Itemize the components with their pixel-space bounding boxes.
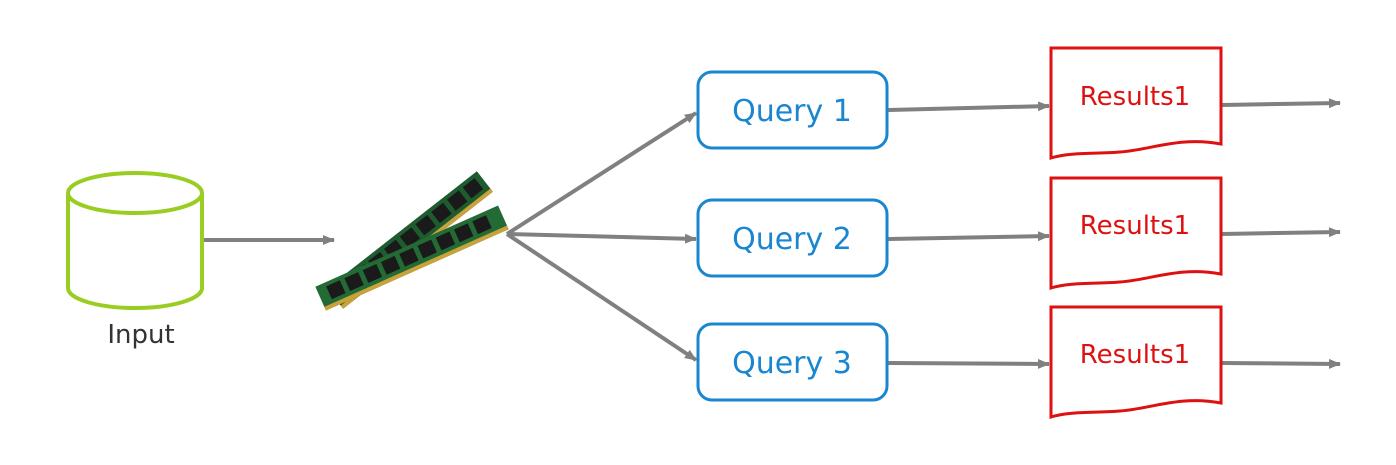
results-node-1: Results1: [1049, 46, 1223, 161]
ram-module-front: [315, 205, 509, 311]
arrow-results-2-out: [1221, 227, 1341, 238]
database-cylinder-icon: [66, 171, 204, 310]
arrow-memory-to-query-2: [506, 232, 697, 244]
arrow-results-3-out: [1221, 358, 1341, 369]
ram-modules-icon: [315, 171, 509, 311]
query-node-1: Query 1: [696, 70, 889, 150]
results-label: Results1: [1080, 340, 1190, 370]
arrow-query-1-to-results-1: [887, 101, 1050, 112]
query-box: [696, 70, 889, 150]
arrows: [202, 98, 1341, 369]
arrow-results-1-out: [1221, 98, 1341, 109]
document-icon: [1049, 176, 1223, 291]
arrow-query-2-to-results-2: [887, 231, 1050, 242]
arrow-memory-to-query-3: [505, 232, 698, 362]
query-label: Query 3: [732, 346, 852, 381]
results-label: Results1: [1080, 82, 1190, 112]
query-label: Query 1: [732, 94, 852, 129]
input-label: Input: [107, 320, 174, 350]
arrow-memory-to-query-1: [505, 111, 698, 236]
arrow-query-3-to-results-3: [887, 358, 1050, 369]
document-icon: [1049, 305, 1223, 420]
query-box: [696, 198, 889, 278]
query-label: Query 2: [732, 222, 852, 257]
results-node-2: Results1: [1049, 176, 1223, 291]
results-node-3: Results1: [1049, 305, 1223, 420]
input-node: Input: [66, 171, 204, 350]
document-icon: [1049, 46, 1223, 161]
query-node-2: Query 2: [696, 198, 889, 278]
results-label: Results1: [1080, 211, 1190, 241]
query-node-3: Query 3: [696, 322, 889, 402]
query-box: [696, 322, 889, 402]
